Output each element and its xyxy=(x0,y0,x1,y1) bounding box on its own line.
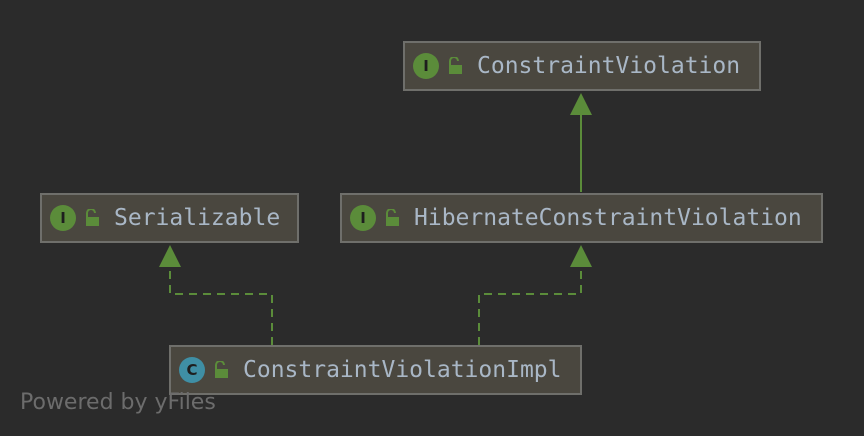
watermark: Powered by yFiles xyxy=(20,390,216,415)
node-constraint-violation-impl[interactable]: C ConstraintViolationImpl xyxy=(169,345,582,395)
unlocked-icon xyxy=(86,209,99,226)
node-hibernate-constraint-violation[interactable]: I HibernateConstraintViolation xyxy=(340,193,823,243)
interface-icon: I xyxy=(50,205,76,231)
edge-impl-to-serializable xyxy=(169,266,273,345)
unlocked-icon xyxy=(449,57,462,74)
unlocked-icon xyxy=(215,361,228,378)
node-label: Serializable xyxy=(114,205,281,231)
node-serializable[interactable]: I Serializable xyxy=(40,193,299,243)
node-label: HibernateConstraintViolation xyxy=(414,205,802,231)
edge-impl-to-hibernate xyxy=(478,266,582,345)
node-label: ConstraintViolation xyxy=(477,53,741,79)
arrowhead-hibernate xyxy=(570,245,592,267)
arrowhead-serializable xyxy=(159,245,181,267)
interface-icon: I xyxy=(350,205,376,231)
node-label: ConstraintViolationImpl xyxy=(243,357,562,383)
interface-icon: I xyxy=(413,53,439,79)
unlocked-icon xyxy=(386,209,399,226)
arrowhead-constraint-violation xyxy=(570,93,592,115)
node-constraint-violation[interactable]: I ConstraintViolation xyxy=(403,41,761,91)
class-icon: C xyxy=(179,357,205,383)
